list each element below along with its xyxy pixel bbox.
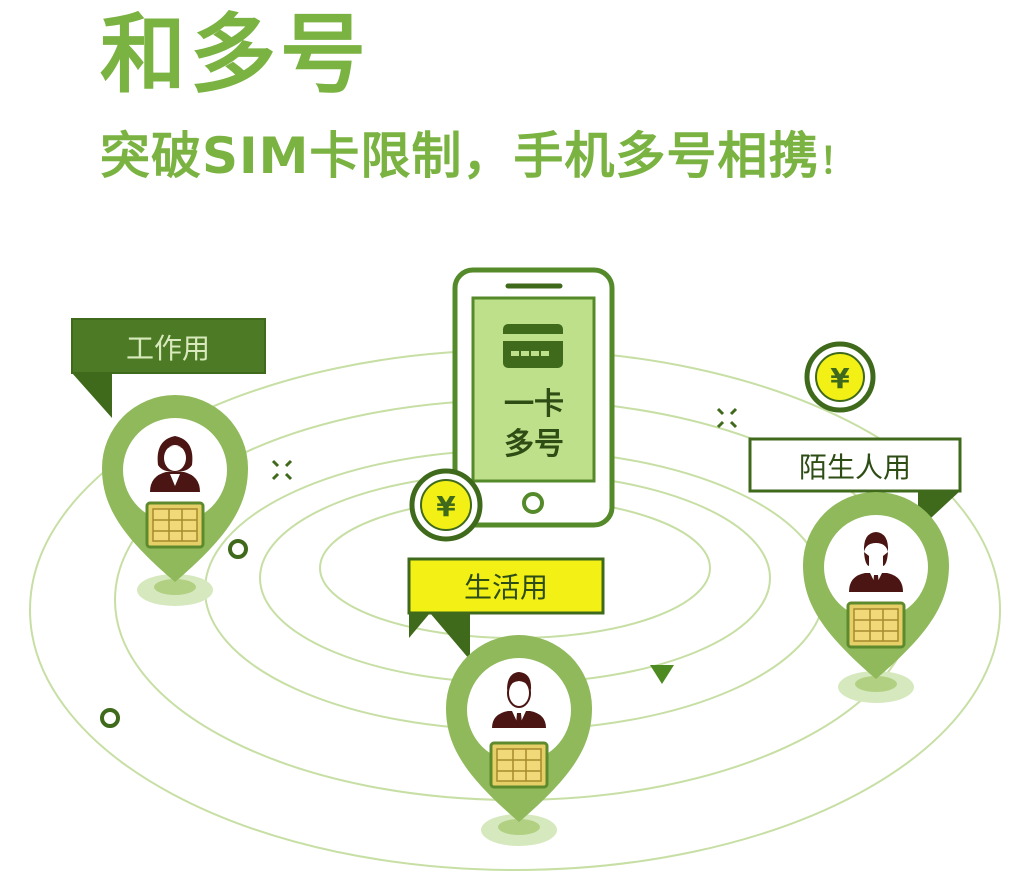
coin-symbol: ¥ (436, 490, 456, 523)
pin-work (102, 395, 248, 606)
label-stranger: 陌生人用 (748, 437, 962, 530)
sim-chip-icon (846, 601, 906, 649)
man-avatar-icon (492, 672, 546, 728)
label-life: 生活用 (407, 557, 605, 660)
label-stranger-text: 陌生人用 (799, 451, 911, 484)
coin-symbol: ¥ (830, 362, 850, 395)
woman-avatar-icon (150, 436, 200, 492)
pin-stranger (803, 492, 949, 703)
yen-coin-icon: ¥ (409, 468, 483, 542)
businessman-avatar-icon (849, 532, 903, 592)
sim-chip-icon (489, 741, 549, 789)
card-icon (503, 324, 563, 368)
label-work-text: 工作用 (126, 332, 210, 365)
subtitle-exclaim: ！ (819, 141, 857, 182)
sparkle-icon (271, 459, 293, 481)
sim-chip-icon (145, 501, 205, 549)
phone: 一卡 多号 (452, 267, 615, 528)
triangle-icon (650, 665, 674, 684)
label-life-text: 生活用 (464, 571, 548, 604)
page-subtitle: 突破SIM卡限制，手机多号相携！ (100, 126, 856, 186)
yen-coin-icon: ¥ (804, 341, 876, 413)
pin-life (446, 635, 592, 846)
label-work: 工作用 (71, 318, 266, 418)
phone-text-line2: 多号 (504, 427, 564, 462)
ring-icon (228, 539, 248, 559)
page-title: 和多号 (100, 5, 370, 105)
ring-icon (100, 708, 120, 728)
subtitle-text: 突破SIM卡限制，手机多号相携 (100, 127, 820, 185)
phone-text-line1: 一卡 (504, 387, 564, 422)
home-button (522, 492, 544, 514)
sparkle-icon (716, 407, 738, 429)
